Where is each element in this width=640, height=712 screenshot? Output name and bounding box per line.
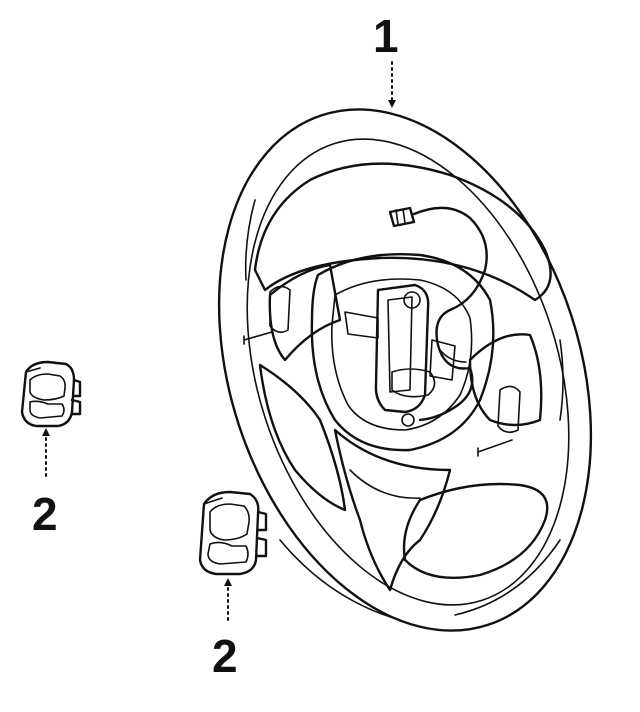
steering-wheel bbox=[217, 108, 593, 632]
callout-leader-left bbox=[42, 428, 50, 479]
callout-number-2-left: 2 bbox=[32, 488, 58, 540]
callout-leader-bottom bbox=[224, 578, 232, 623]
callout-number-2-bottom: 2 bbox=[212, 630, 238, 682]
callout-number-1: 1 bbox=[373, 10, 399, 62]
cruise-control-switch-bottom bbox=[198, 490, 268, 576]
cruise-control-switch-left bbox=[20, 360, 82, 428]
callout-leader-top bbox=[388, 61, 396, 108]
